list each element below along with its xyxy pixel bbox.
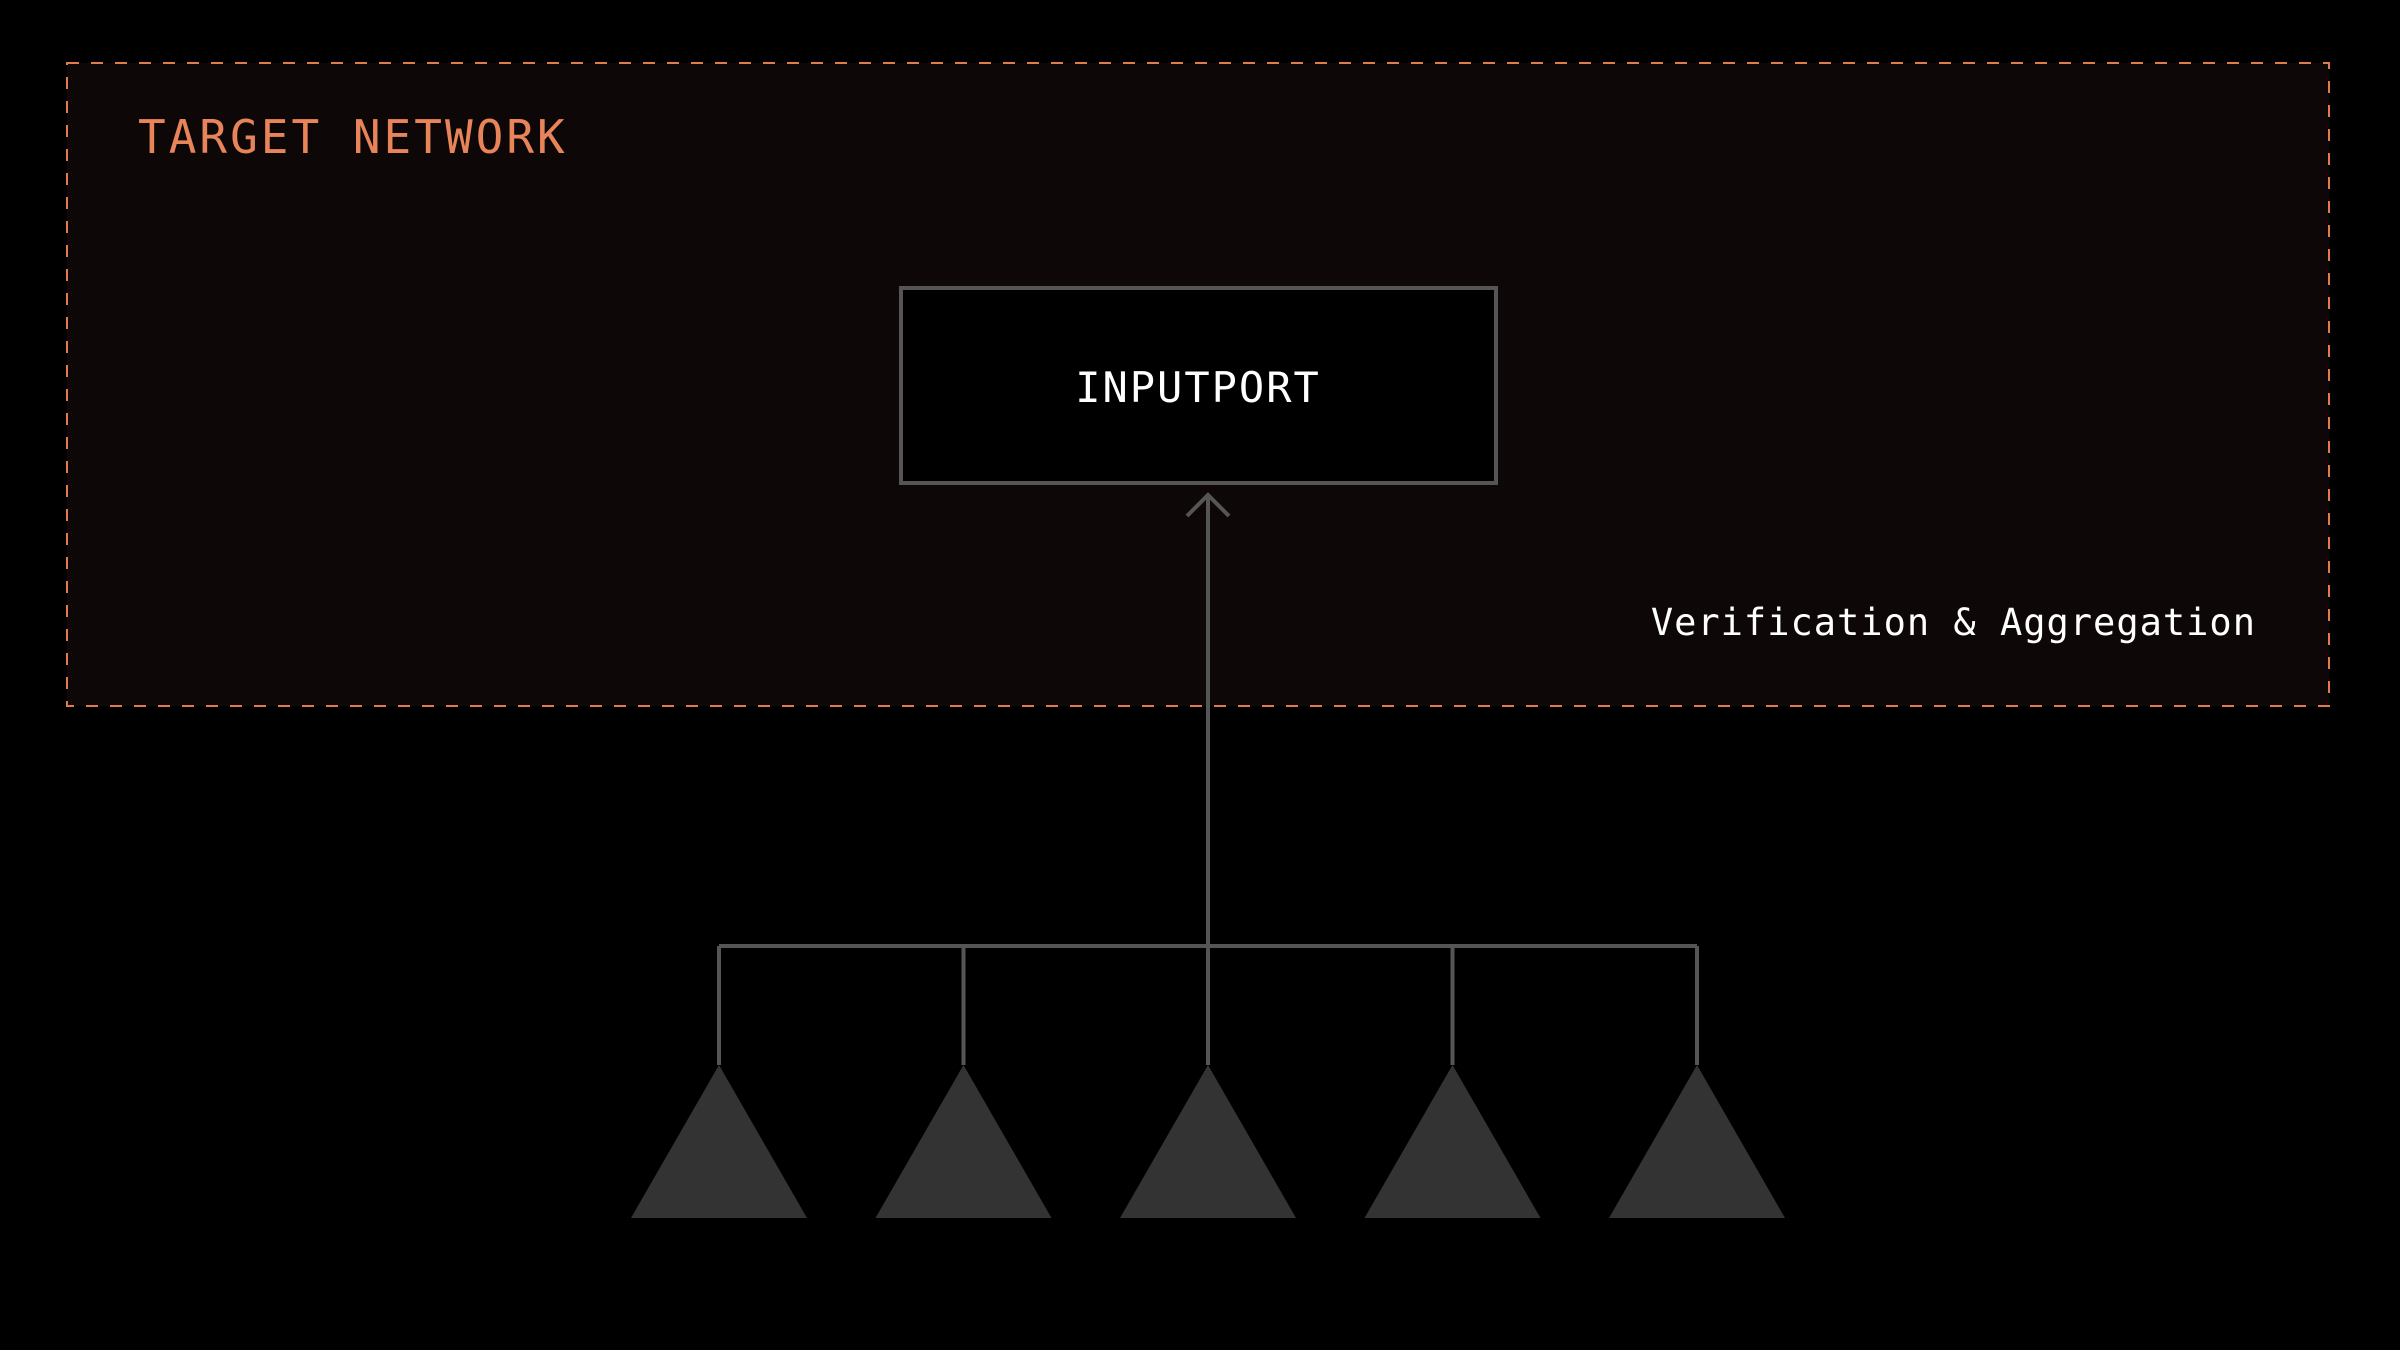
triangle-icon-5 [1609,1065,1785,1218]
arrow-head-icon [1185,492,1231,518]
region-title: TARGET NETWORK [138,110,568,164]
inputport-label: INPUTPORT [1075,363,1321,412]
triangle-icon-3 [1120,1065,1296,1218]
inputport-box [899,286,1498,485]
validator-nodes [631,946,1785,1218]
region-caption: Verification & Aggregation [1651,601,2256,644]
triangle-icon-1 [631,1065,807,1218]
triangle-icon-2 [875,1065,1052,1218]
triangle-icon-4 [1364,1065,1541,1218]
